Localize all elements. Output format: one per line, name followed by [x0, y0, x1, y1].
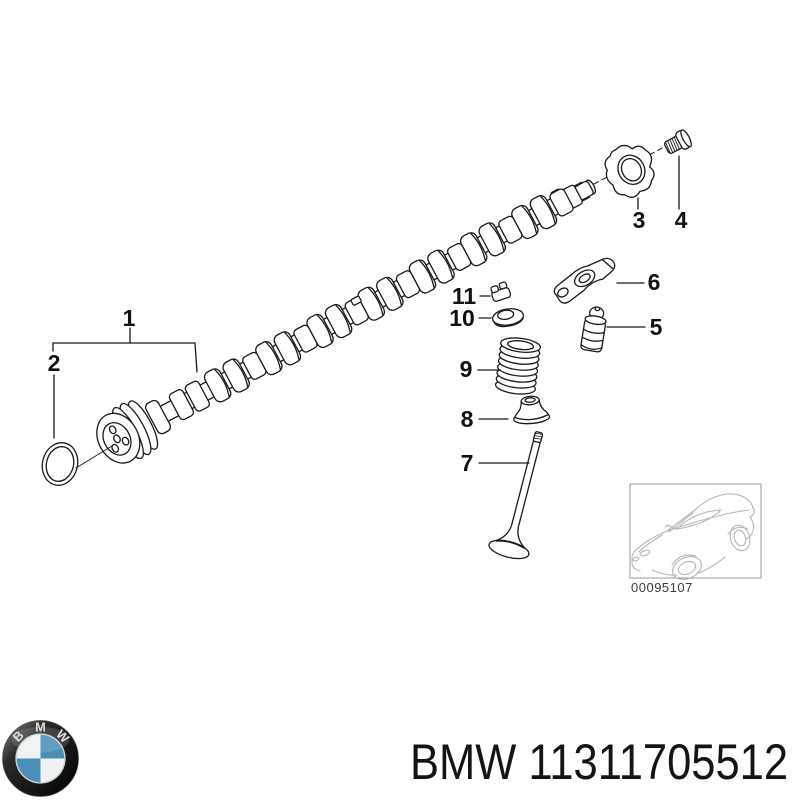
callout-7: 7 — [461, 450, 530, 476]
car-sketch — [631, 493, 755, 580]
part-8-stem-seal — [513, 395, 551, 425]
image-code: 00095107 — [631, 580, 693, 595]
camshaft-drawing — [96, 179, 597, 464]
roundel-quadrants — [16, 734, 65, 783]
callout-11: 11 — [452, 283, 491, 309]
bmw-logo: B M W — [2, 719, 79, 797]
callout-3: 3 — [633, 197, 646, 233]
part-3-flange — [604, 144, 655, 198]
callout-label-11: 11 — [452, 283, 477, 309]
logo-letter-m: M — [35, 719, 46, 734]
vehicle-thumbnail: 00095107 — [629, 483, 762, 595]
part-7-valve — [488, 431, 544, 560]
part-6-rocker-arm — [553, 257, 616, 304]
callout-label-7: 7 — [461, 450, 474, 476]
part-11-cotters — [490, 281, 512, 302]
callout-2: 2 — [48, 350, 61, 439]
callout-9: 9 — [460, 356, 501, 382]
diagram-canvas: 1 2 3 — [41, 129, 762, 595]
callout-5: 5 — [606, 314, 663, 340]
callout-1: 1 — [52, 305, 198, 373]
callout-4: 4 — [675, 155, 688, 233]
part-10-spring-retainer — [491, 308, 525, 328]
callout-label-9: 9 — [460, 356, 473, 382]
callout-label-3: 3 — [633, 207, 646, 233]
part-5-lifter — [580, 306, 607, 353]
part-4-plug — [663, 129, 692, 154]
callout-8: 8 — [461, 406, 509, 432]
callout-label-2: 2 — [48, 350, 61, 376]
roundel-gloss — [11, 726, 70, 753]
callout-10: 10 — [449, 305, 492, 331]
part-9-valve-spring — [494, 337, 542, 395]
callout-label-5: 5 — [650, 314, 663, 340]
callout-label-1: 1 — [123, 305, 136, 331]
callout-6: 6 — [616, 269, 661, 295]
part-2-seal-ring — [41, 442, 113, 486]
part-number-label: BMW 11311705512 — [410, 734, 789, 790]
callout-label-8: 8 — [461, 406, 474, 432]
callout-label-4: 4 — [675, 207, 688, 233]
vehicle-thumbnail-border — [629, 483, 762, 579]
callout-label-10: 10 — [449, 305, 475, 331]
callout-label-6: 6 — [648, 269, 661, 295]
